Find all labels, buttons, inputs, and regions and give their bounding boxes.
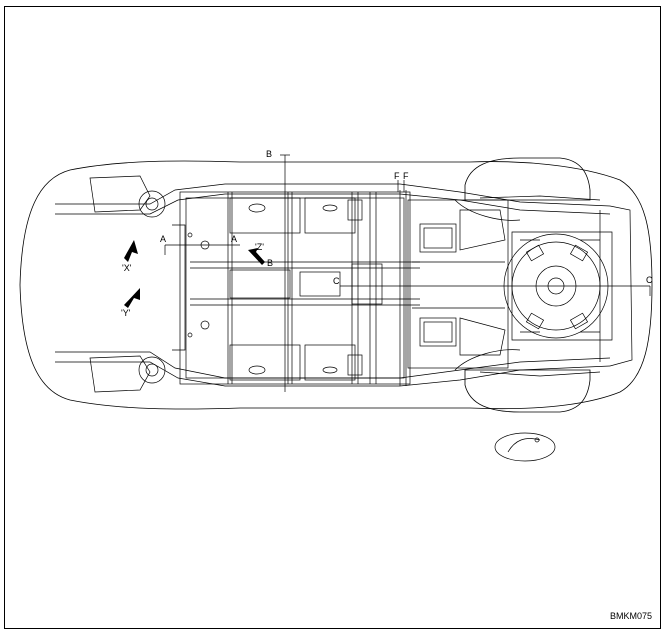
section-line-c xyxy=(340,285,651,296)
section-marker-f-left: F xyxy=(394,171,400,181)
detail-callout xyxy=(494,432,556,462)
view-arrow-y xyxy=(124,288,140,308)
view-label-y: 'Y' xyxy=(121,308,131,318)
section-line-b xyxy=(280,154,290,392)
view-arrow-x xyxy=(124,240,138,262)
figure-code: BMKM075 xyxy=(610,611,653,621)
section-line-a xyxy=(164,244,240,255)
underbody-structure xyxy=(55,175,633,393)
view-label-x: 'X' xyxy=(122,263,132,273)
section-marker-f-right: F xyxy=(403,171,409,181)
section-marker-c-right: C xyxy=(646,275,653,285)
section-line-f xyxy=(397,180,405,192)
figure-border xyxy=(4,6,661,629)
section-marker-b-mid: B xyxy=(267,258,274,268)
view-arrow-z xyxy=(248,248,265,265)
section-marker-a-left: A xyxy=(160,234,167,244)
vehicle-outline xyxy=(19,160,653,410)
view-label-z: 'Z' xyxy=(255,242,264,252)
section-marker-c-mid: C xyxy=(333,276,340,286)
section-marker-a-right: A xyxy=(231,234,238,244)
rear-wheel-wells xyxy=(464,157,591,413)
section-marker-b-top: B xyxy=(266,149,273,159)
